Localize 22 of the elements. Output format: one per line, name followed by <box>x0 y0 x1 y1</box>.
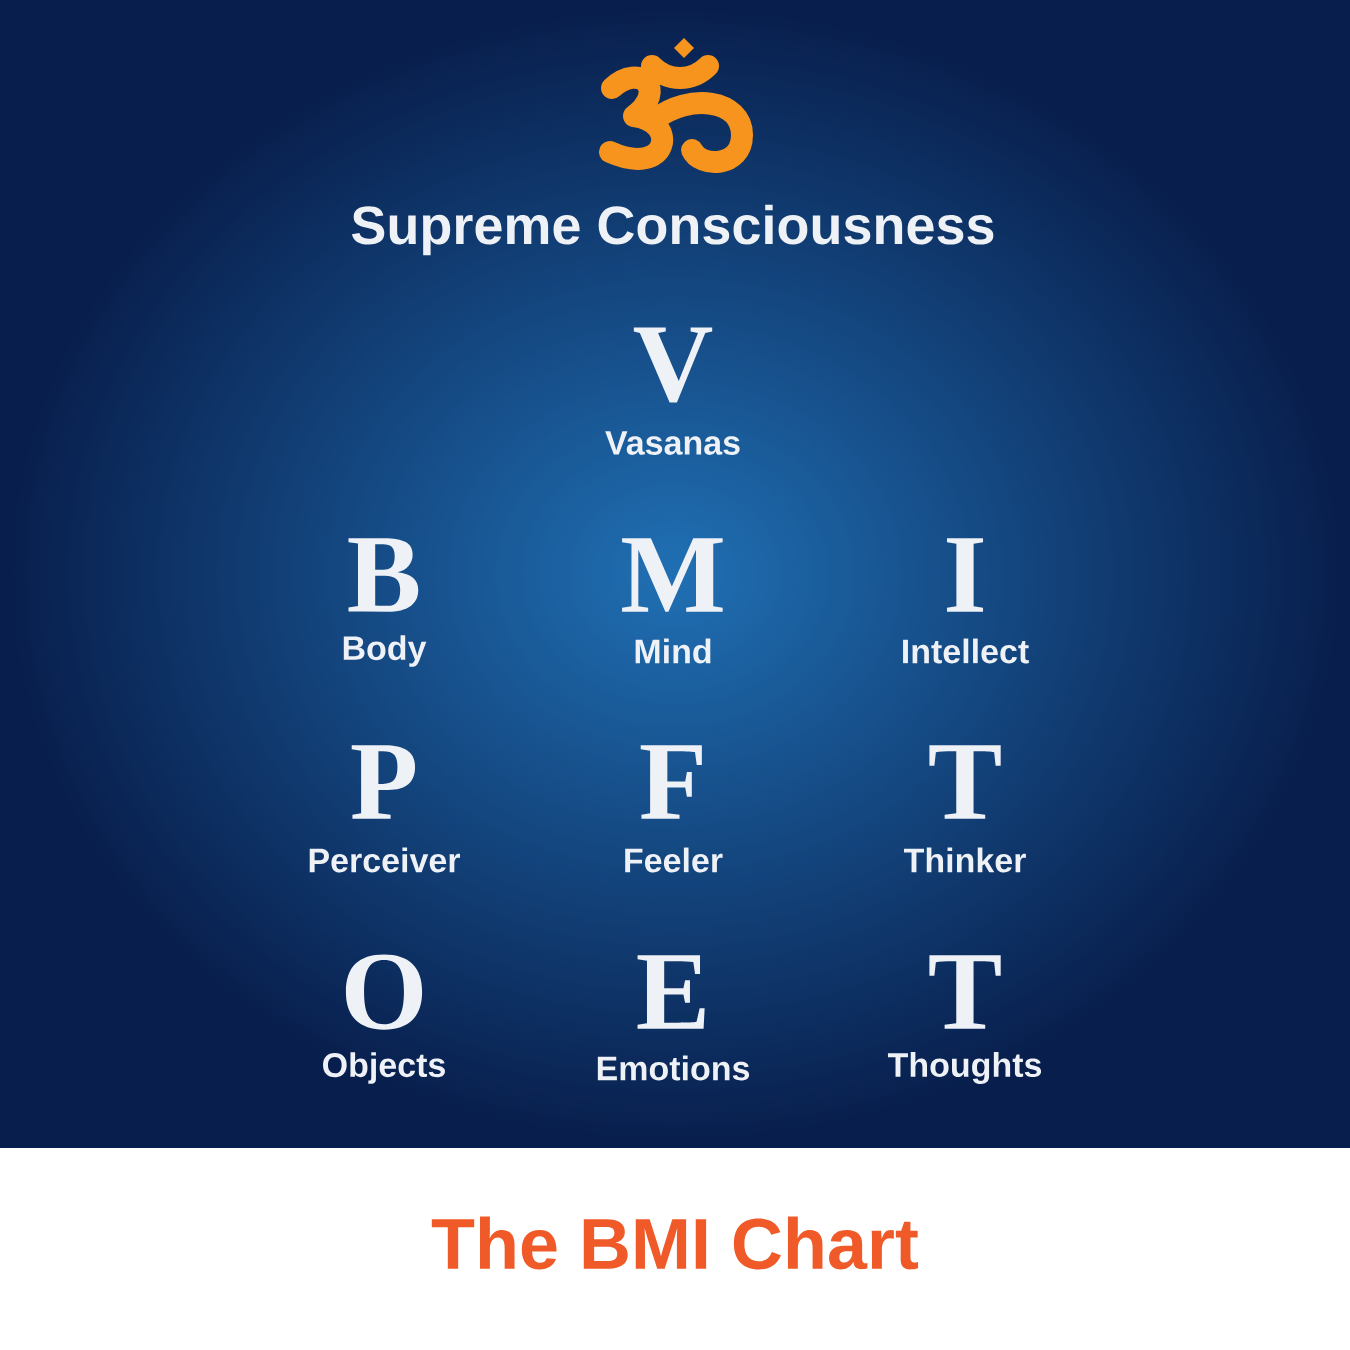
letter: T <box>929 955 1001 1029</box>
letter: V <box>633 327 713 403</box>
caption: The BMI Chart <box>431 1216 919 1270</box>
letter: T <box>929 745 1001 819</box>
term-label: Thoughts <box>887 1052 1042 1084</box>
term-label: Perceiver <box>309 847 460 873</box>
term-label: Vasanas <box>605 431 740 455</box>
title: Supreme Consciousness <box>351 204 994 256</box>
letter: F <box>640 745 702 819</box>
letter: O <box>345 954 423 1030</box>
term-label: Emotions <box>597 1055 750 1081</box>
letter: P <box>351 745 416 819</box>
letter: B <box>348 538 419 612</box>
letter: I <box>947 538 983 612</box>
term-label: Thinker <box>904 847 1026 873</box>
letter: M <box>622 538 723 612</box>
term-label: Mind <box>635 638 711 664</box>
term-label: Intellect <box>903 638 1029 664</box>
term-label: Feeler <box>625 847 723 873</box>
letter: E <box>637 955 705 1029</box>
term-label: Objects <box>323 1052 445 1084</box>
term-label: Body <box>343 635 427 667</box>
